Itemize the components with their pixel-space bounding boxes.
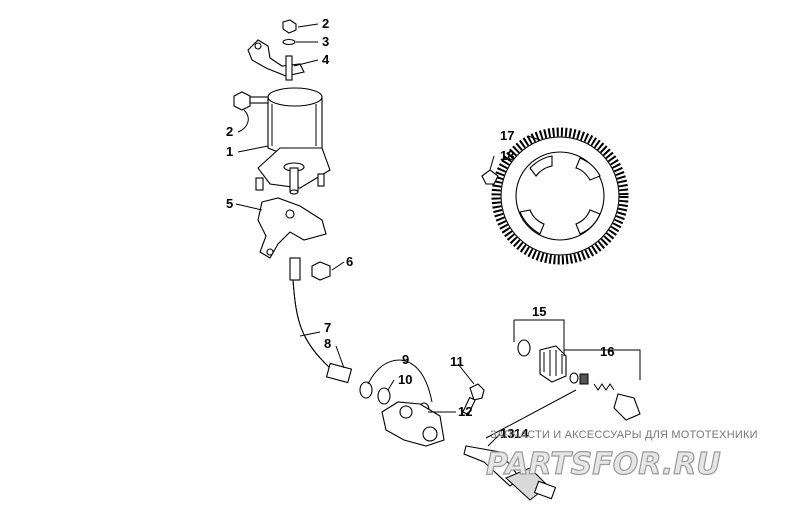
callout-18: 18: [500, 148, 514, 163]
callout-15: 15: [532, 304, 546, 319]
drive-housing[interactable]: [381, 401, 445, 447]
callout-13: 13: [500, 426, 514, 441]
callout-1: 1: [226, 144, 233, 159]
callout-4: 4: [322, 52, 330, 67]
ring-gear[interactable]: [491, 127, 629, 265]
watermark: ЗАПЧАСТИ И АКСЕССУАРЫ ДЛЯ МОТОТЕХНИКИ PA…: [485, 429, 758, 483]
mounting-bracket-top[interactable]: [247, 39, 305, 77]
callout-labels: 2 3 4 2 1 5 6 7 8 9 10 11 12 13 14 15 16…: [226, 16, 614, 441]
callout-17: 17: [500, 128, 514, 143]
housing-bolt[interactable]: [462, 383, 485, 416]
leader-lines: [235, 23, 541, 447]
pinion-gear[interactable]: [517, 339, 567, 383]
drive-shaft[interactable]: [463, 445, 557, 501]
ring-gear-screw[interactable]: [481, 169, 499, 185]
top-nut[interactable]: [282, 19, 297, 81]
callout-2-top: 2: [322, 16, 329, 31]
spring-and-cap[interactable]: [569, 372, 641, 421]
starter-motor[interactable]: [255, 87, 331, 195]
callout-6: 6: [346, 254, 353, 269]
callout-8: 8: [324, 336, 331, 351]
callout-16: 16: [600, 344, 614, 359]
watermark-logo: PARTSFOR.RU: [486, 447, 721, 482]
side-bolt[interactable]: [233, 91, 269, 111]
callout-9: 9: [402, 352, 409, 367]
watermark-tagline: ЗАПЧАСТИ И АКСЕССУАРЫ ДЛЯ МОТОТЕХНИКИ: [490, 429, 758, 441]
callout-2-side: 2: [226, 124, 233, 139]
callout-12: 12: [458, 404, 472, 419]
callout-11: 11: [450, 354, 464, 369]
callout-10: 10: [398, 372, 412, 387]
mounting-bracket-lower[interactable]: [257, 197, 327, 259]
callout-3: 3: [322, 34, 329, 49]
group-brackets: [485, 319, 641, 439]
callout-7: 7: [324, 320, 331, 335]
callout-5: 5: [226, 196, 233, 211]
flange-nut[interactable]: [311, 261, 331, 281]
starter-cable[interactable]: [289, 257, 353, 384]
callout-14: 14: [514, 426, 529, 441]
